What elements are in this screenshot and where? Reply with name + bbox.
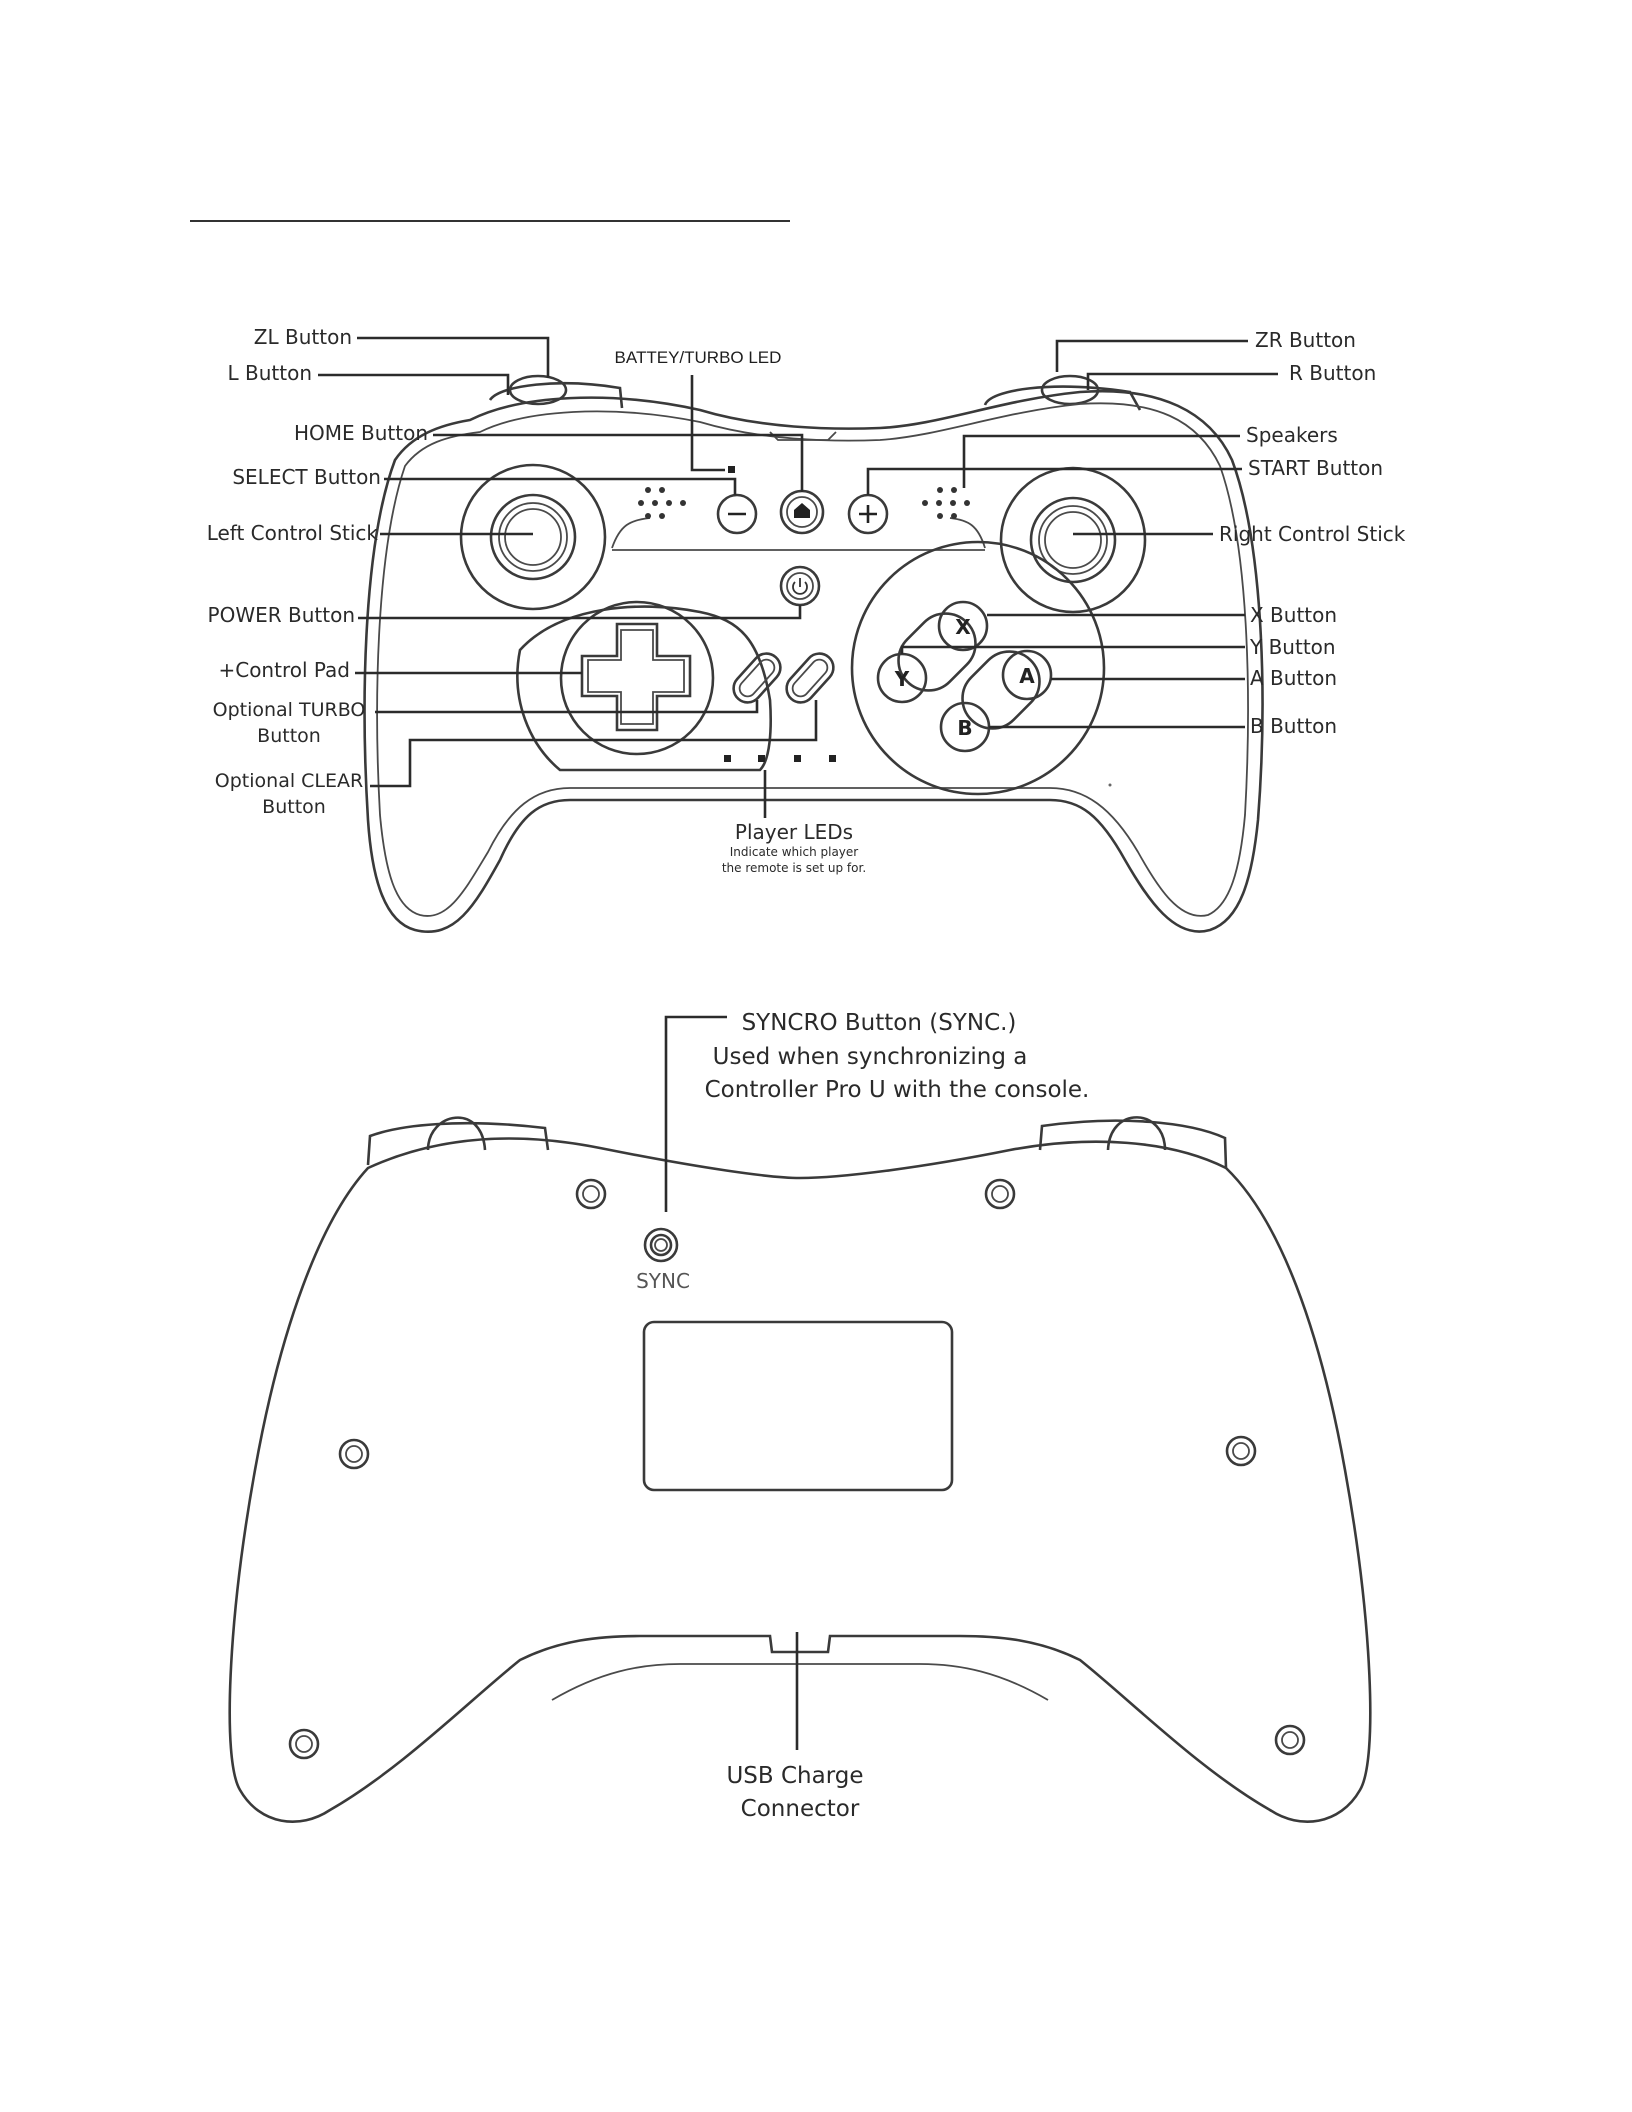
- power-button-label: POWER Button: [208, 603, 355, 627]
- home-button-label: HOME Button: [294, 421, 428, 445]
- sync-marking: SYNC: [636, 1269, 690, 1293]
- front-labels: ZL Button L Button BATTEY/TURBO LED ZR B…: [207, 325, 1406, 875]
- b-button-label: B Button: [1250, 714, 1337, 738]
- battery-turbo-led-label: BATTEY/TURBO LED: [615, 348, 782, 367]
- x-button-letter: X: [955, 615, 971, 639]
- turbo-button-label-line2: Button: [257, 725, 321, 747]
- y-button-letter: Y: [894, 667, 910, 691]
- player-leds-desc-line2: the remote is set up for.: [722, 861, 866, 875]
- player-leds-label: Player LEDs: [735, 820, 853, 844]
- a-button-letter: A: [1019, 664, 1035, 688]
- usb-charge-label-line2: Connector: [741, 1796, 860, 1822]
- l-button-label: L Button: [228, 361, 313, 385]
- front-leader-lines: [318, 336, 1278, 818]
- control-pad-label: +Control Pad: [218, 658, 350, 682]
- a-button-label: A Button: [1250, 666, 1337, 690]
- zl-button-label: ZL Button: [254, 325, 352, 349]
- turbo-button-label-line1: Optional TURBO: [213, 699, 366, 721]
- front-controller-drawing: [363, 374, 1264, 933]
- player-leds-desc-line1: Indicate which player: [730, 845, 859, 859]
- back-labels: SYNCRO Button (SYNC.) Used when synchron…: [636, 1010, 1089, 1822]
- select-button-label: SELECT Button: [232, 465, 381, 489]
- clear-button-label-line2: Button: [262, 796, 326, 818]
- usb-charge-label-line1: USB Charge: [726, 1763, 863, 1789]
- back-controller-drawing: [228, 1116, 1372, 1823]
- left-control-stick-label: Left Control Stick: [207, 521, 379, 545]
- start-button-label: START Button: [1248, 456, 1383, 480]
- r-button-label: R Button: [1289, 361, 1376, 385]
- zr-button-label: ZR Button: [1255, 328, 1356, 352]
- back-leader-lines: [664, 1015, 799, 1750]
- b-button-letter: B: [957, 716, 972, 740]
- speakers-label: Speakers: [1246, 423, 1338, 447]
- y-button-label: Y Button: [1249, 635, 1336, 659]
- clear-button-label-line1: Optional CLEAR: [215, 770, 363, 792]
- right-control-stick-label: Right Control Stick: [1219, 522, 1406, 546]
- x-button-label: X Button: [1250, 603, 1337, 627]
- sync-label-line1: SYNCRO Button (SYNC.): [742, 1010, 1017, 1036]
- sync-label-line3: Controller Pro U with the console.: [705, 1077, 1090, 1103]
- sync-label-line2: Used when synchronizing a: [713, 1044, 1028, 1070]
